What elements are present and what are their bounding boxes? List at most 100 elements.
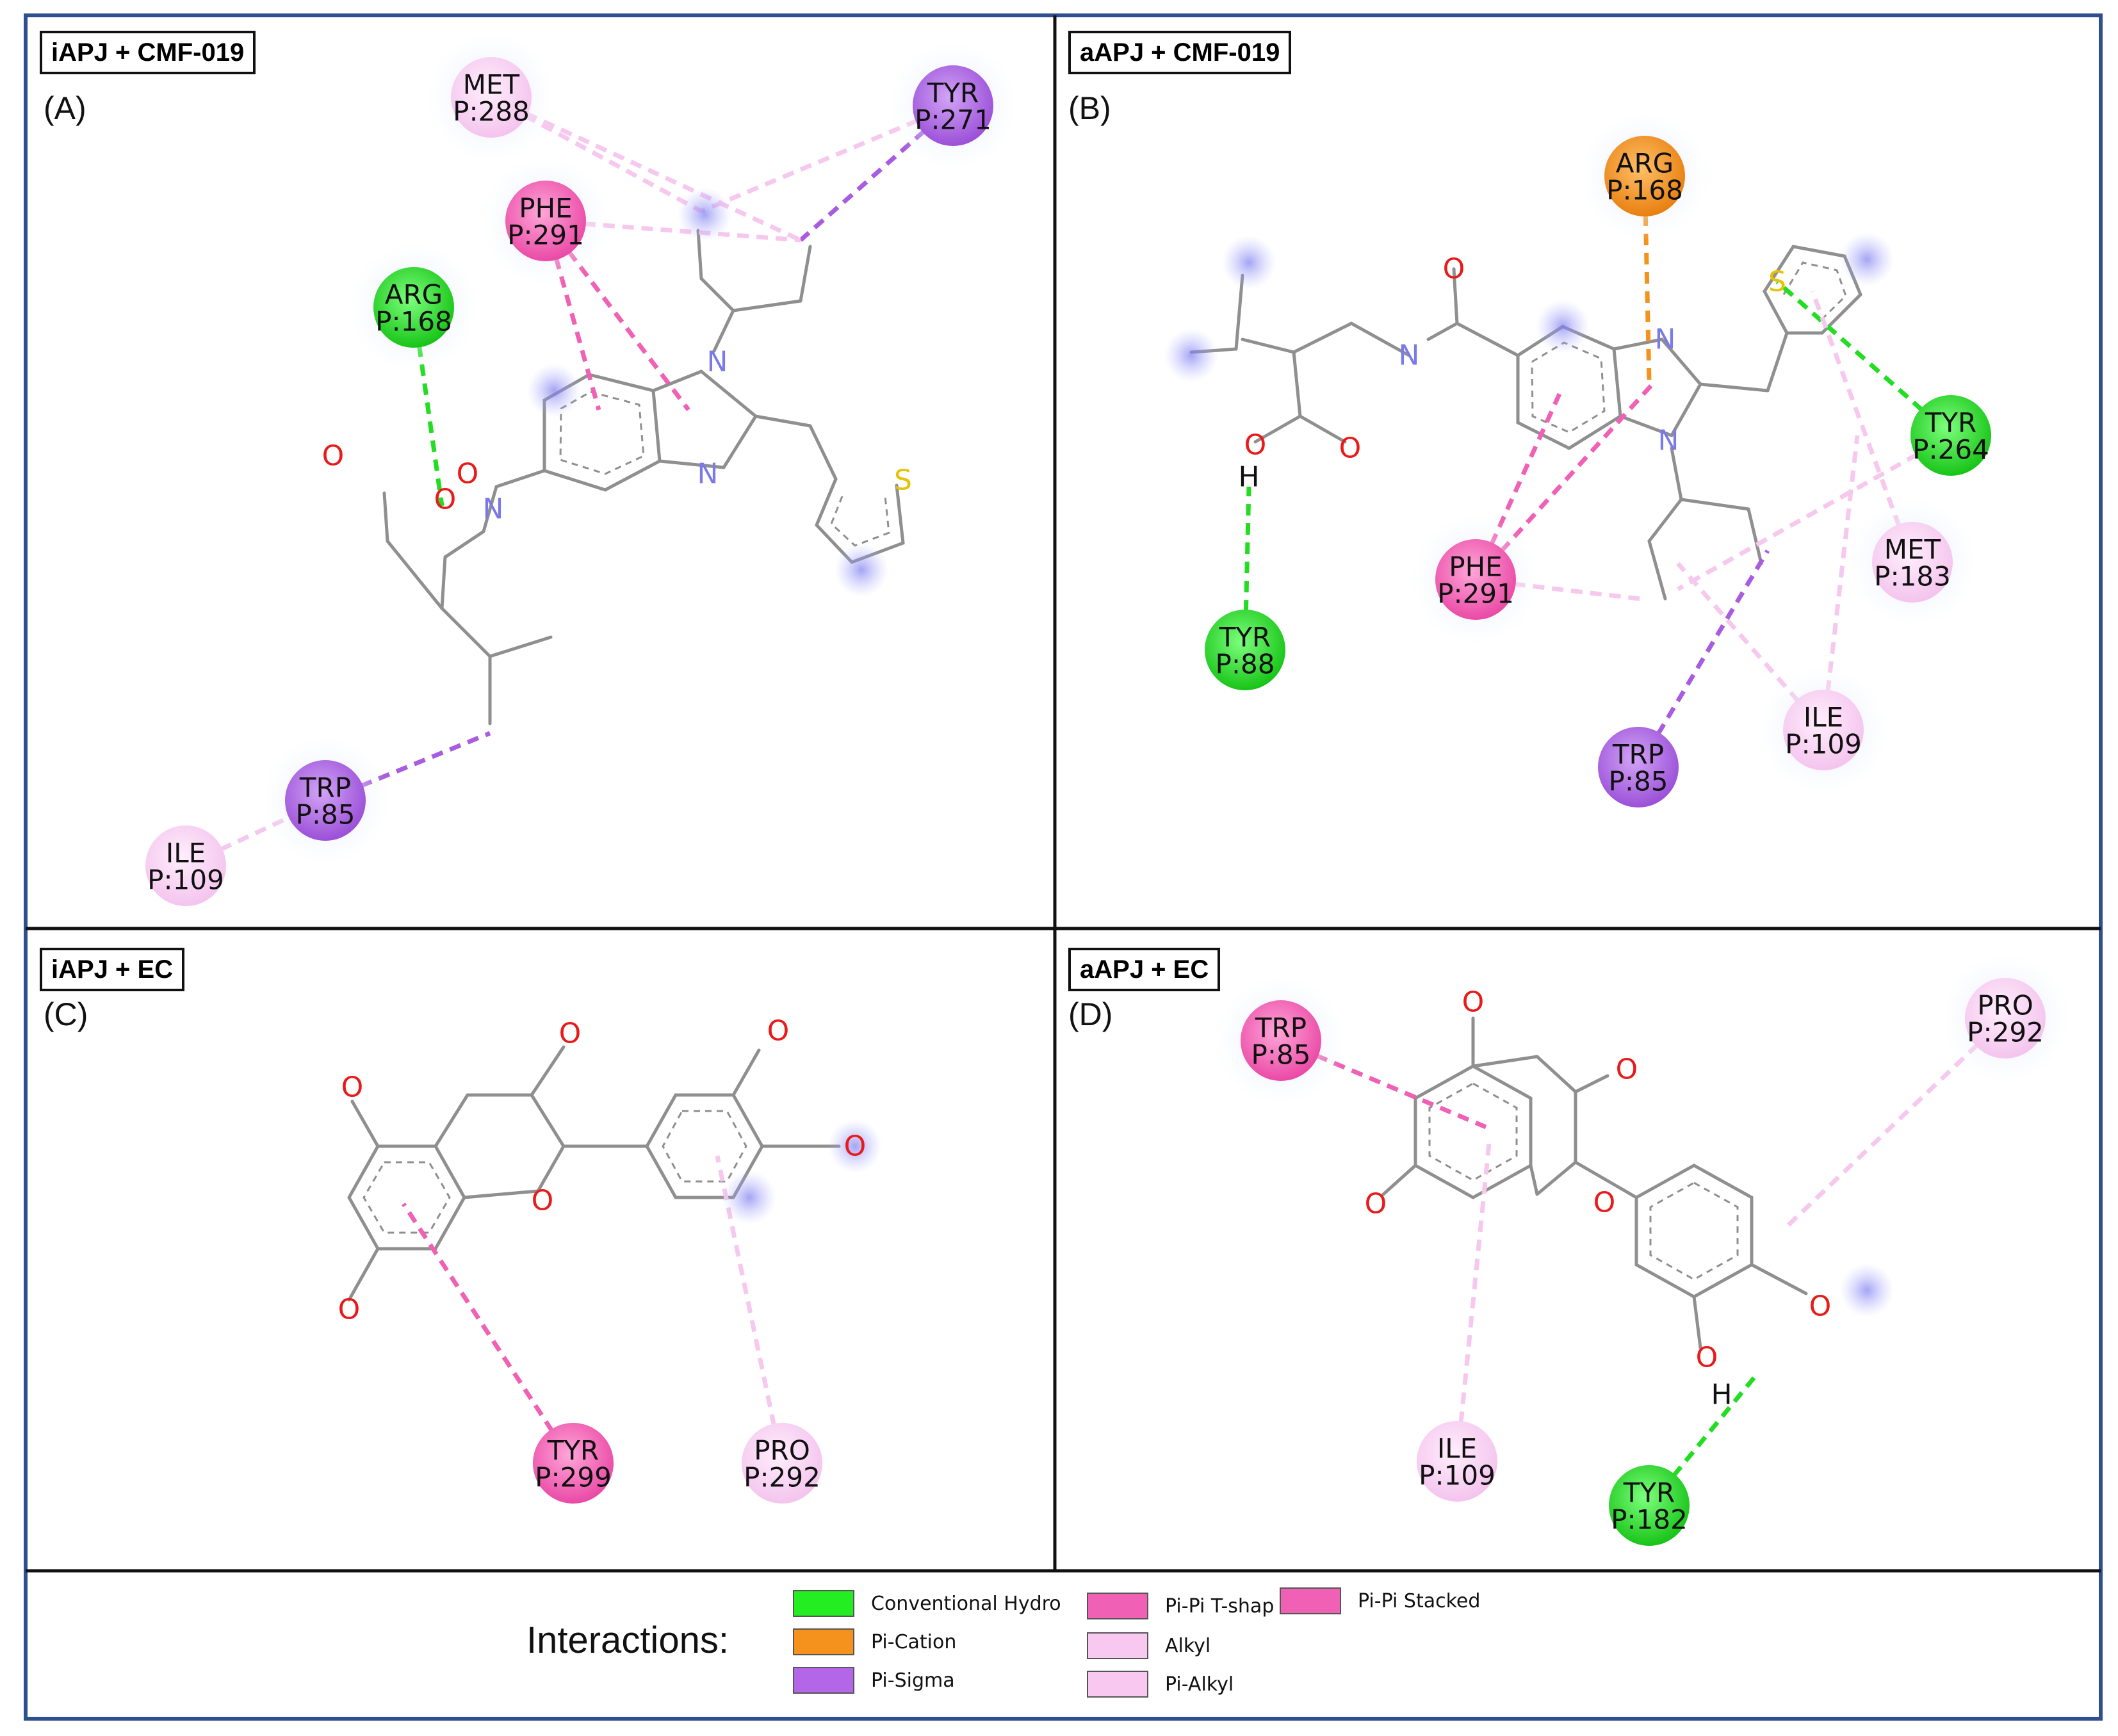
residue-chain: P:88 xyxy=(1216,649,1275,680)
outer-frame xyxy=(24,13,2103,1721)
hydrophobic-atom-glow xyxy=(1840,232,1894,286)
atom-label-nitrogen: N xyxy=(1655,323,1676,356)
residue-name: TYR xyxy=(1925,407,1977,439)
legend-swatch-pi-cation xyxy=(793,1628,854,1655)
legend-item-alkyl: Alkyl xyxy=(1087,1630,1210,1661)
atom-label-oxygen: O xyxy=(1809,1290,1832,1323)
residue-disc xyxy=(1598,727,1679,807)
residue-name: TYR xyxy=(927,77,979,109)
legend-item-pi-pi-tshaped: Pi-Pi T-shap xyxy=(1087,1591,1274,1621)
residue-chain: P:182 xyxy=(1611,1504,1688,1536)
legend-item-pi-sigma: Pi-Sigma xyxy=(793,1665,955,1696)
residue-name: ARG xyxy=(385,279,443,311)
hydrophobic-atom-glow xyxy=(1222,236,1276,289)
legend-item-hbond: Conventional Hydro xyxy=(793,1588,1061,1619)
legend-item-pi-cation: Pi-Cation xyxy=(793,1626,956,1657)
residue-chain: P:292 xyxy=(744,1462,820,1493)
atom-label-oxygen: O xyxy=(1244,429,1267,462)
atom-blur-spots xyxy=(527,188,1894,1317)
interaction-line-alkyl xyxy=(1454,1142,1492,1462)
residue-name: MET xyxy=(463,69,520,101)
residue-chain: P:109 xyxy=(1419,1460,1495,1491)
residue-disc xyxy=(285,760,366,841)
atom-label-nitrogen: N xyxy=(483,493,504,526)
residue-name: ILE xyxy=(1804,702,1843,733)
atom-label-hydrogen: H xyxy=(1711,1379,1732,1411)
interaction-line-pi-pi-tshaped xyxy=(402,1203,575,1464)
residue-disc xyxy=(145,825,226,906)
panel-letter-c: (C) xyxy=(44,996,88,1032)
residue-name: TYR xyxy=(547,1435,599,1466)
residue-name: MET xyxy=(1884,534,1941,565)
legend-swatch-pi-pi-tshaped xyxy=(1087,1593,1148,1619)
interaction-line-pi-cation xyxy=(1642,175,1652,382)
panel-letter-b: (B) xyxy=(1068,90,1111,126)
atom-label-sulfur: S xyxy=(1768,266,1786,298)
atom-label-oxygen: O xyxy=(844,1130,867,1163)
atom-label-nitrogen: N xyxy=(1399,339,1420,372)
residue-chain: P:271 xyxy=(915,104,991,136)
ligand-skeleton-c xyxy=(347,1045,841,1302)
atom-label-oxygen: O xyxy=(1696,1342,1718,1374)
legend-label-hbond: Conventional Hydro xyxy=(871,1592,1061,1615)
legend-item-pi-pi-stacked: Pi-Pi Stacked xyxy=(1280,1586,1480,1616)
atom-label-hydrogen: H xyxy=(1238,461,1259,494)
atom-label-oxygen: O xyxy=(1443,253,1465,286)
atom-label-oxygen: O xyxy=(322,440,345,473)
hydrophobic-atom-glow xyxy=(828,1119,882,1173)
atom-label-oxygen: O xyxy=(457,458,479,491)
panel-badge-a: iAPJ + CMF-019 xyxy=(40,31,256,74)
residue-disc xyxy=(1609,1465,1690,1546)
atom-label-oxygen: O xyxy=(1593,1187,1616,1219)
atom-label-sulfur: S xyxy=(894,464,912,497)
residue-disc xyxy=(1910,395,1991,476)
residue-disc xyxy=(1205,610,1285,690)
residue-chain: P:291 xyxy=(507,220,584,251)
legend-item-pi-alkyl: Pi-Alkyl xyxy=(1087,1669,1234,1699)
residue-disc xyxy=(1872,522,1953,603)
legend-swatch-alkyl xyxy=(1087,1632,1148,1659)
residue-name: ILE xyxy=(166,838,206,869)
residue-chain: P:109 xyxy=(1785,729,1862,760)
residue-name: ILE xyxy=(1437,1433,1477,1464)
atom-label-oxygen: O xyxy=(532,1185,554,1217)
interaction-line-pi-sigma xyxy=(799,104,955,242)
atom-label-oxygen: O xyxy=(559,1018,582,1050)
residue-disc xyxy=(1417,1421,1497,1502)
aromatic-inner-d xyxy=(1428,1082,1739,1281)
residue-name: PRO xyxy=(754,1435,810,1466)
hydrophobic-atom-glow xyxy=(1536,300,1590,353)
residue-chain: P:85 xyxy=(1251,1039,1311,1071)
interaction-line-pi-sigma xyxy=(1636,549,1770,768)
residue-chain: P:168 xyxy=(375,306,452,337)
legend-swatch-pi-alkyl xyxy=(1087,1671,1148,1698)
residue-disc xyxy=(1241,1000,1321,1081)
atom-label-oxygen: O xyxy=(1462,986,1485,1019)
interaction-line-pi-pi-tshaped xyxy=(543,220,601,410)
legend-label-pi-pi-tshaped: Pi-Pi T-shap xyxy=(1165,1594,1275,1618)
residue-chain: P:299 xyxy=(535,1462,612,1493)
panel-letter-a: (A) xyxy=(44,90,86,126)
residue-chain: P:292 xyxy=(1967,1017,2044,1048)
residue-disc xyxy=(1435,539,1516,620)
residue-chain: P:109 xyxy=(147,864,224,896)
hydrophobic-atom-glow xyxy=(835,543,888,597)
residue-name: ARG xyxy=(1616,148,1674,179)
residue-chain: P:85 xyxy=(1609,766,1668,797)
hydrophobic-atom-glow xyxy=(722,1171,776,1224)
hydrophobic-atom-glow xyxy=(1840,1263,1894,1317)
residue-name: TYR xyxy=(1623,1477,1675,1509)
